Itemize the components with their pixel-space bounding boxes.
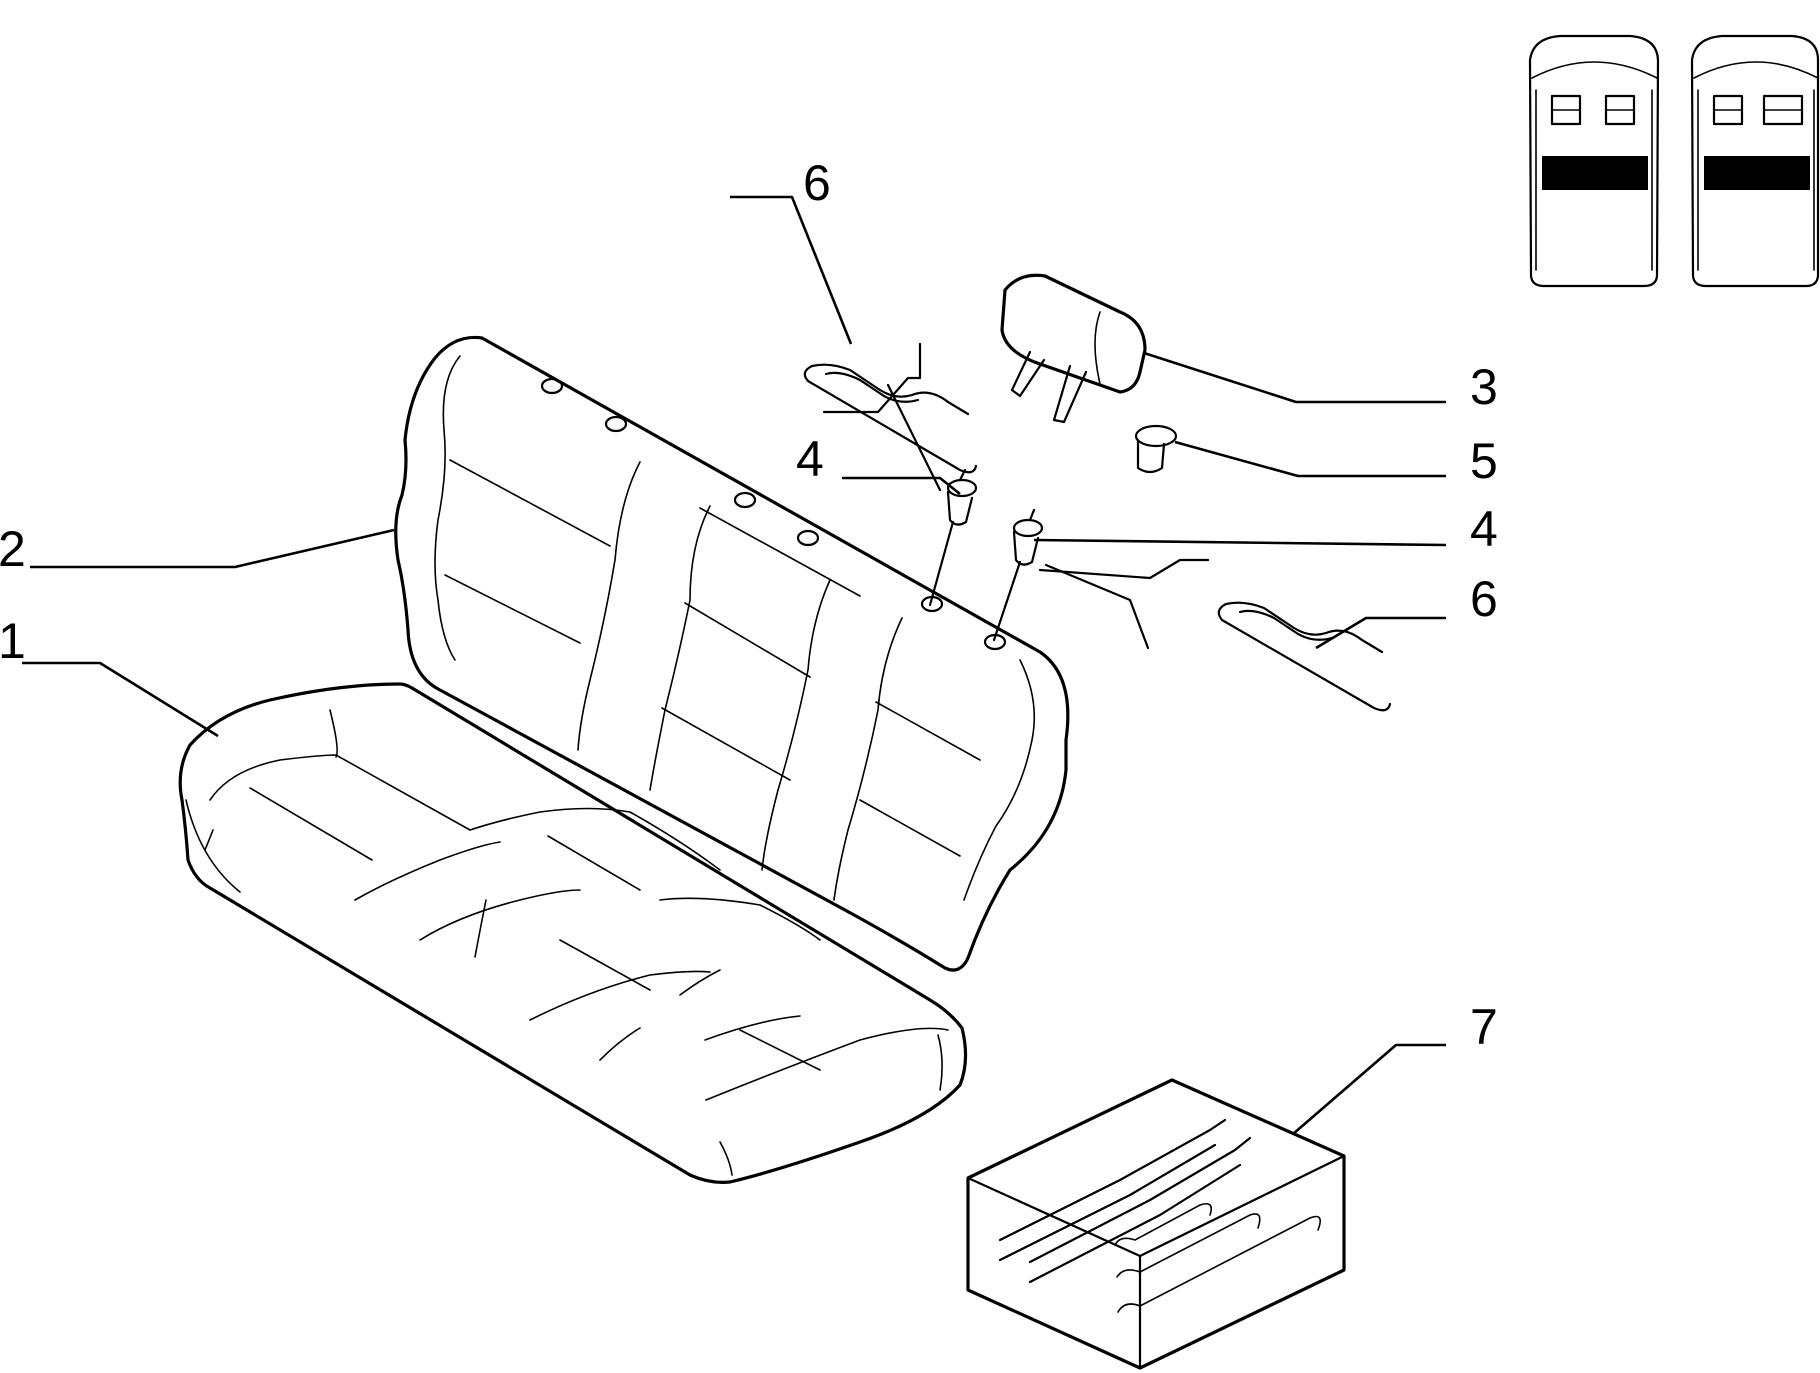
leader-lines (22, 195, 1447, 1135)
headrest-icon (1000, 273, 1147, 424)
callout-2: 2 (0, 521, 26, 577)
callout-6-upper: 6 (803, 155, 831, 211)
callout-6-lower: 6 (1470, 571, 1498, 627)
callout-3: 3 (1470, 359, 1498, 415)
callout-labels: 1 2 3 4 4 5 6 6 7 (0, 155, 1498, 1055)
callout-1: 1 (0, 613, 26, 669)
backrest-icon (394, 335, 1070, 972)
spring-clip-icon (803, 363, 1392, 712)
callout-4-lower: 4 (1470, 501, 1498, 557)
callout-5: 5 (1470, 433, 1498, 489)
bush-icon (1134, 424, 1178, 474)
seat-position-right (1690, 34, 1820, 288)
callout-4-upper: 4 (796, 431, 824, 487)
hardware-kit-icon (966, 1078, 1346, 1370)
seat-position-left (1528, 34, 1660, 288)
callout-7: 7 (1470, 999, 1498, 1055)
seat-position-icon (1528, 34, 1820, 288)
seat-cushion-icon (178, 682, 968, 1184)
